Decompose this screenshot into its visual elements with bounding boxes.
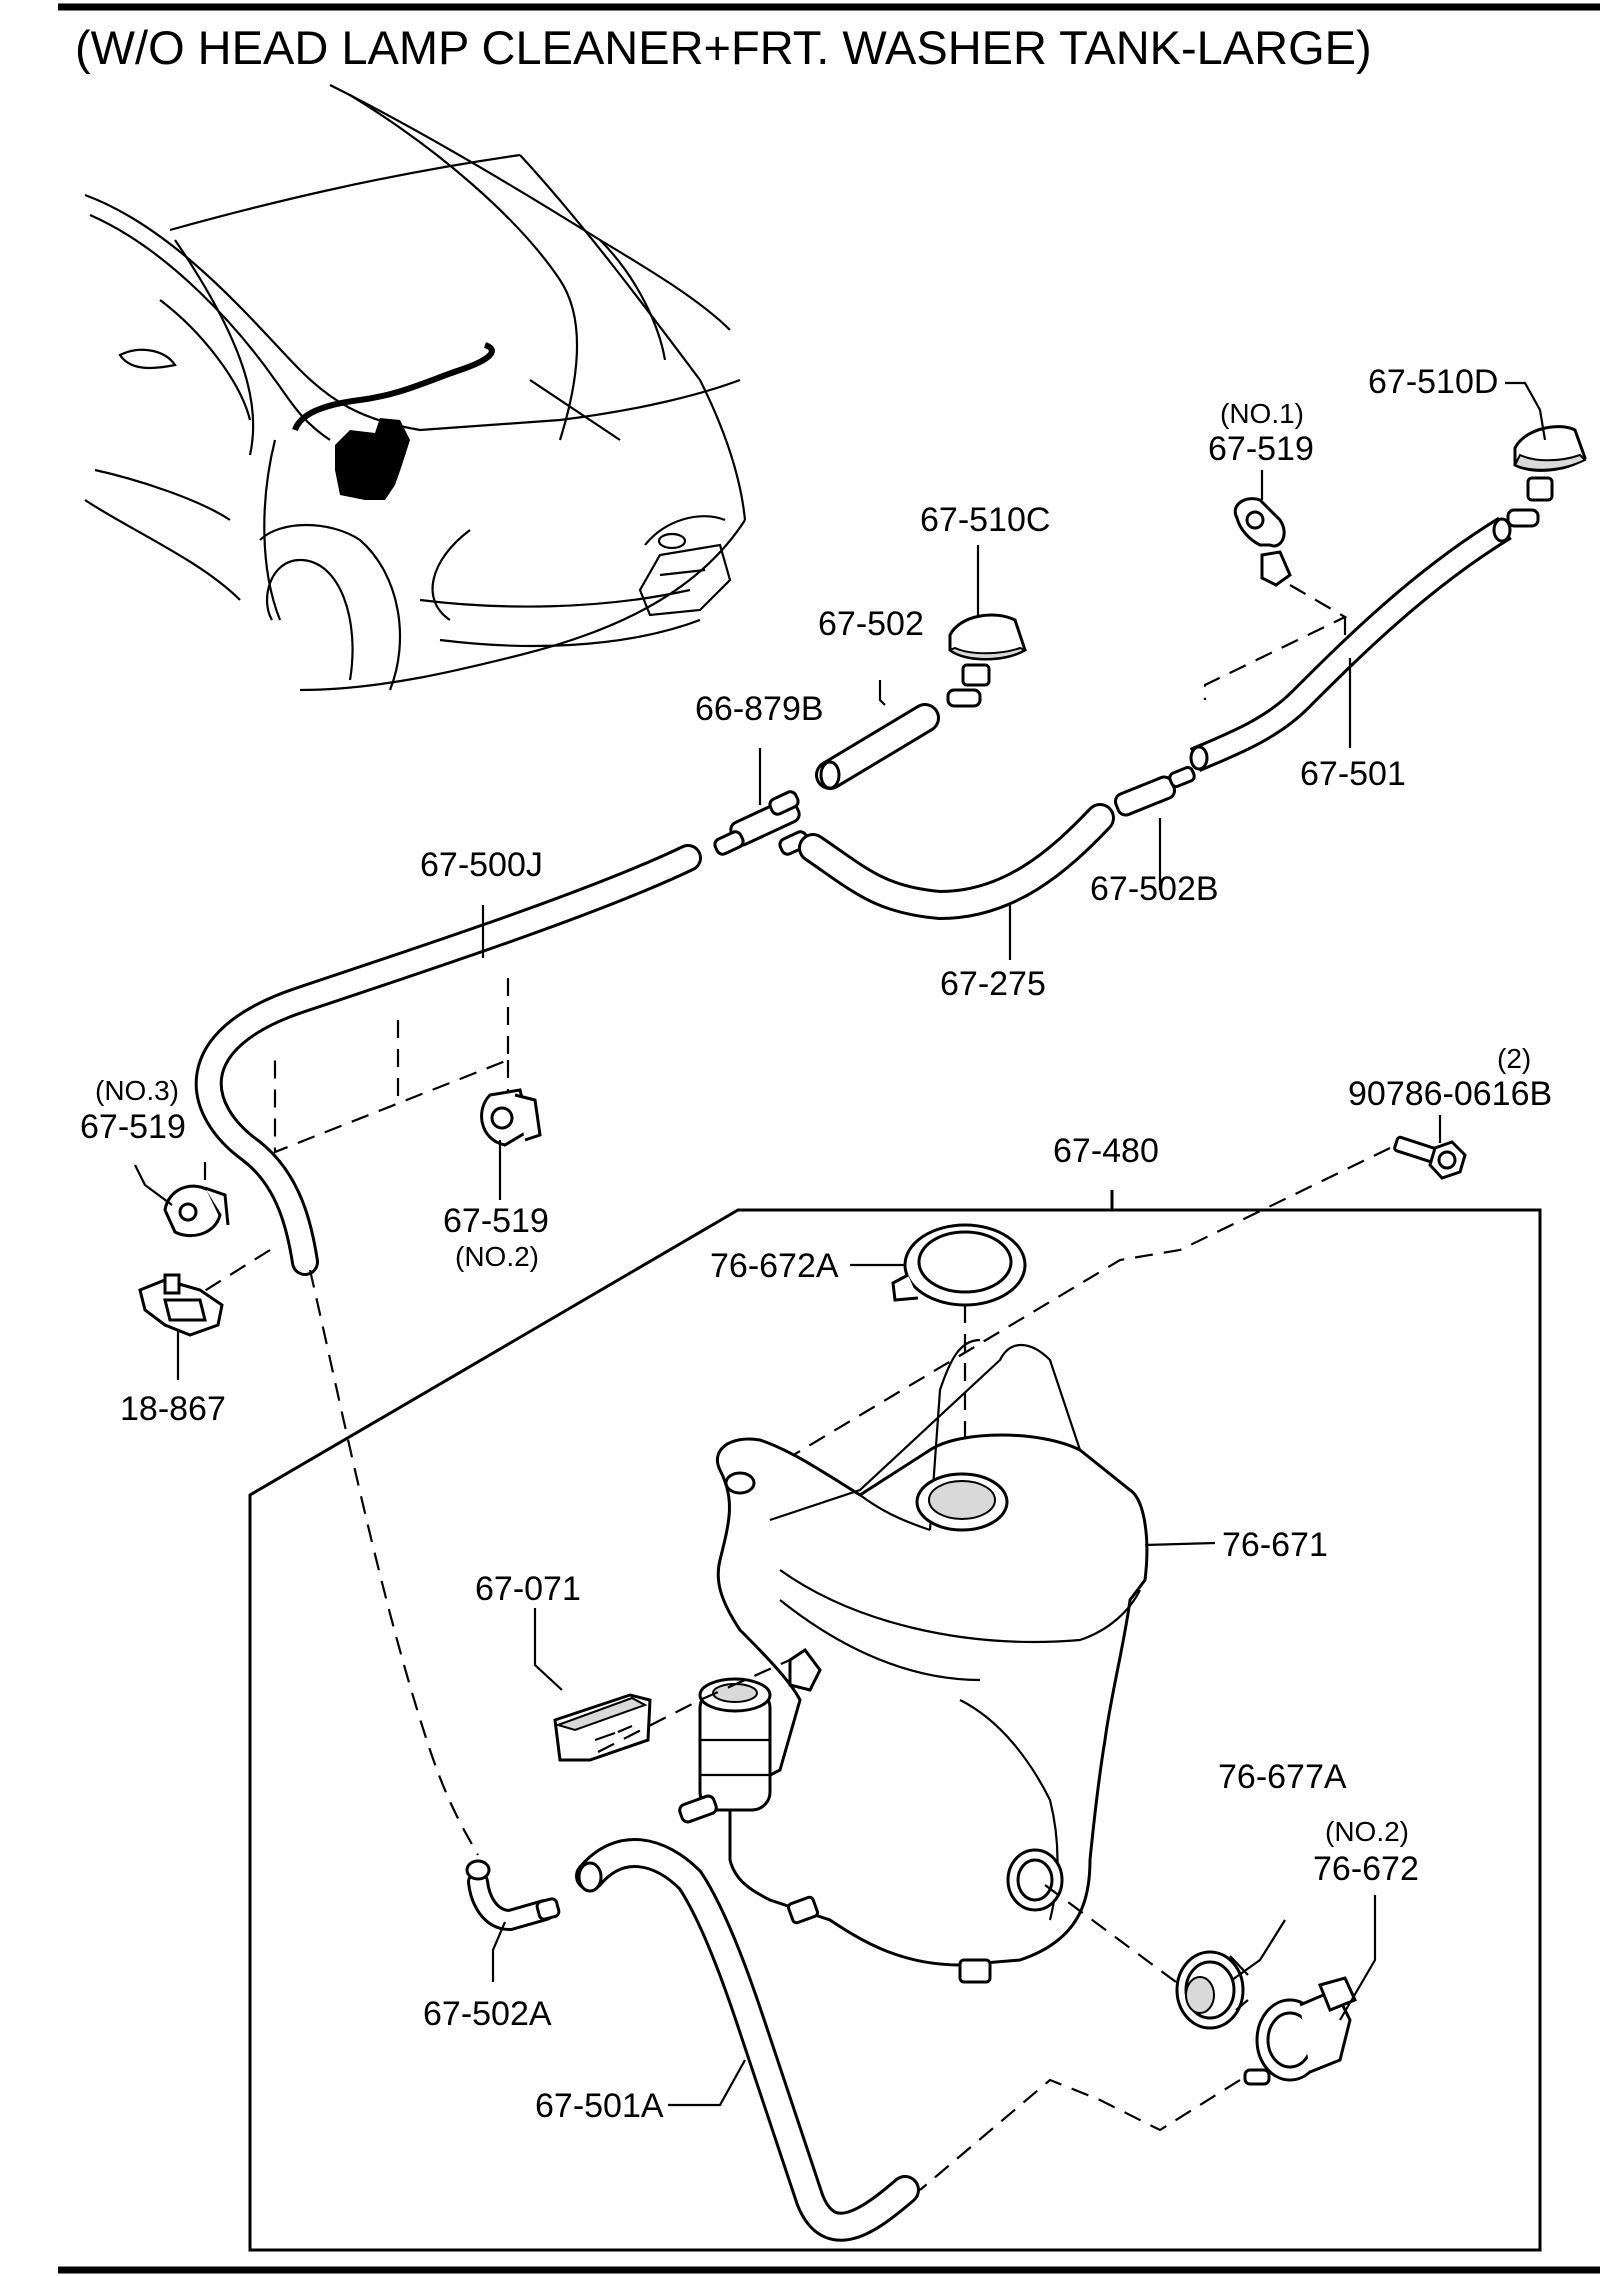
leader-lines — [134, 381, 1547, 2107]
part-number: 76-677A — [1218, 1758, 1347, 1796]
callout-76-672-no2: (NO.2) 76-672 — [1313, 1816, 1419, 1888]
callout-67-502B: 67-502B — [1090, 870, 1219, 908]
part-number: 76-672 — [1313, 1850, 1419, 1888]
callout-76-672A: 76-672A — [710, 1247, 839, 1285]
washer-nozzle-67-510C — [946, 613, 1028, 708]
part-number: 67-510C — [920, 501, 1050, 539]
part-number: 67-071 — [475, 1570, 581, 1608]
callout-67-510D: 67-510D — [1368, 363, 1498, 401]
callout-67-519-no2: 67-519 (NO.2) — [443, 1202, 549, 1272]
clip-67-519-no2 — [480, 1088, 542, 1147]
grommet-18-867 — [138, 1273, 224, 1337]
callout-67-502A: 67-502A — [423, 1995, 552, 2033]
tank-cap-76-672A — [891, 1223, 1027, 1307]
elbow-67-502A — [465, 1859, 561, 1932]
bracket-67-071 — [553, 1693, 652, 1762]
tee-joint-66-879B — [713, 790, 810, 856]
car-illustration — [84, 84, 747, 692]
callout-67-502: 67-502 — [818, 605, 924, 643]
part-number: 90786-0616B — [1348, 1075, 1552, 1113]
callout-67-275: 67-275 — [940, 965, 1046, 1003]
tank-mount-tab — [788, 1647, 822, 1692]
callout-67-501: 67-501 — [1300, 755, 1406, 793]
part-note: (NO.2) — [1325, 1816, 1409, 1847]
part-number: 66-879B — [695, 690, 824, 728]
part-number: 67-480 — [1053, 1132, 1159, 1170]
callout-76-677A: 76-677A — [1218, 1758, 1347, 1796]
part-number: 67-502A — [423, 1995, 552, 2033]
part-number: 67-500J — [420, 846, 543, 884]
callout-76-671: 76-671 — [1222, 1526, 1328, 1564]
part-number: 67-502B — [1090, 870, 1219, 908]
connector-67-502B — [1113, 766, 1196, 817]
part-number: 67-275 — [940, 965, 1046, 1003]
washer-pump — [678, 1677, 772, 1824]
part-note: (NO.2) — [455, 1241, 539, 1272]
tank-assembly-frame-67-480 — [248, 1208, 1542, 2252]
part-number: 76-671 — [1222, 1526, 1328, 1564]
washer-nozzle-67-510D — [1506, 425, 1587, 528]
grommet-76-677A — [1175, 1950, 1249, 2030]
part-note: (NO.1) — [1220, 398, 1304, 429]
callout-66-879B: 66-879B — [695, 690, 824, 728]
callout-90786-0616B: (2) 90786-0616B — [1348, 1043, 1552, 1113]
part-note: (NO.3) — [95, 1075, 179, 1106]
callout-67-500J: 67-500J — [420, 846, 543, 884]
part-number: 67-502 — [818, 605, 924, 643]
diagram-title: (W/O HEAD LAMP CLEANER+FRT. WASHER TANK-… — [75, 21, 1372, 74]
washer-tank-76-671 — [716, 1338, 1149, 1984]
car-washer-tank-silhouette — [335, 418, 410, 500]
clip-67-519-no3 — [163, 1184, 230, 1238]
callout-67-071: 67-071 — [475, 1570, 581, 1608]
part-number: 67-519 — [1208, 430, 1314, 468]
callout-67-480: 67-480 — [1053, 1132, 1159, 1170]
callout-67-519-no3: (NO.3) 67-519 — [80, 1075, 186, 1146]
part-number: 76-672A — [710, 1247, 839, 1285]
part-number: 67-501 — [1300, 755, 1406, 793]
part-number: 67-501A — [535, 2087, 664, 2125]
part-number: 67-510D — [1368, 363, 1498, 401]
callout-67-510C: 67-510C — [920, 501, 1050, 539]
clip-67-519-no1 — [1233, 497, 1292, 587]
part-number: 18-867 — [120, 1390, 226, 1428]
bolt-90786-0616B — [1393, 1135, 1467, 1180]
part-number: 67-519 — [80, 1108, 186, 1146]
part-note: (2) — [1497, 1043, 1531, 1074]
part-number: 67-519 — [443, 1202, 549, 1240]
car-hose-outline — [292, 342, 495, 432]
callout-67-519-no1: (NO.1) 67-519 — [1208, 398, 1314, 468]
cap-76-672-no2 — [1243, 1976, 1358, 2086]
callout-18-867: 18-867 — [120, 1390, 226, 1428]
callout-67-501A: 67-501A — [535, 2087, 664, 2125]
